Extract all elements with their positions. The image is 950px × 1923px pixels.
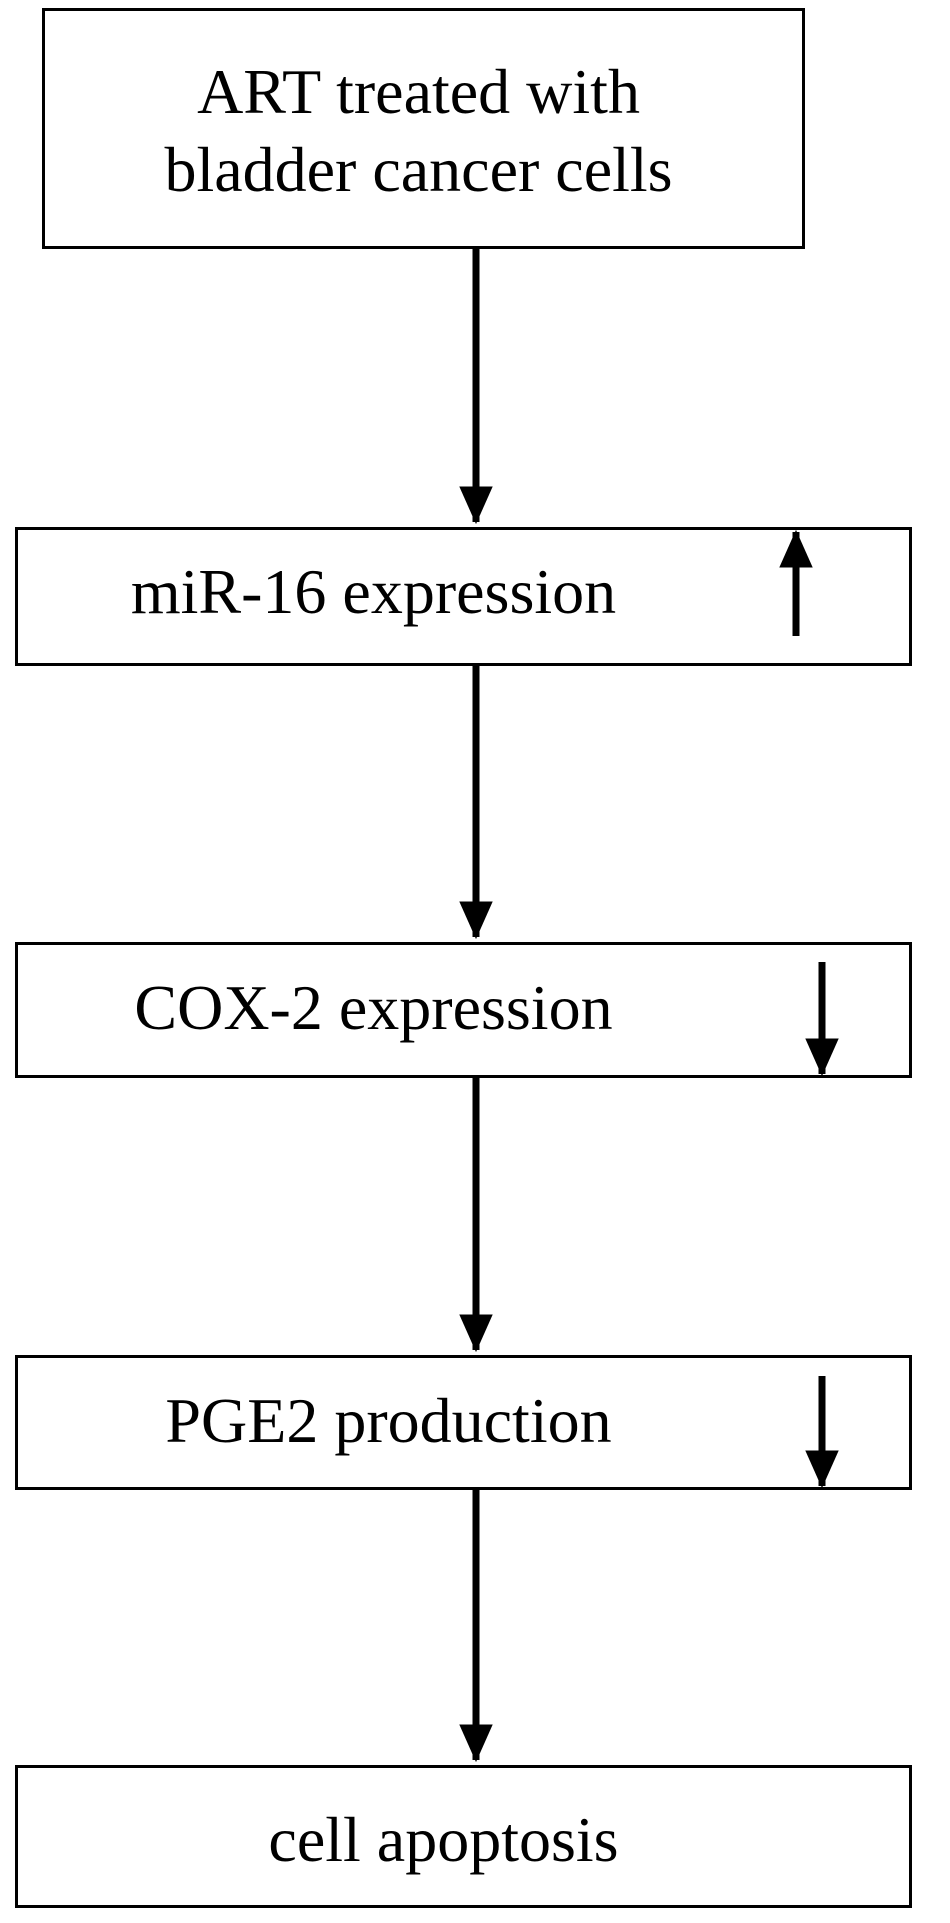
node-cell-apoptosis: cell apoptosis xyxy=(15,1765,912,1908)
node-label: COX-2 expression xyxy=(134,972,613,1043)
node-label-line-2: bladder cancer cells xyxy=(164,133,673,205)
node-pge2-production: PGE2 production xyxy=(15,1355,912,1490)
node-label: cell apoptosis xyxy=(268,1803,619,1875)
node-label: miR-16 expression xyxy=(130,555,617,627)
node-art-treatment: ART treated with bladder cancer cells xyxy=(42,8,805,249)
node-cox2-expression: COX-2 expression xyxy=(15,942,912,1078)
node-label: ART treated with bladder cancer cells xyxy=(164,53,672,209)
node-mir16-expression: miR-16 expression xyxy=(15,527,912,666)
node-label-line-1: ART treated with xyxy=(197,55,640,127)
node-label: PGE2 production xyxy=(165,1384,612,1456)
